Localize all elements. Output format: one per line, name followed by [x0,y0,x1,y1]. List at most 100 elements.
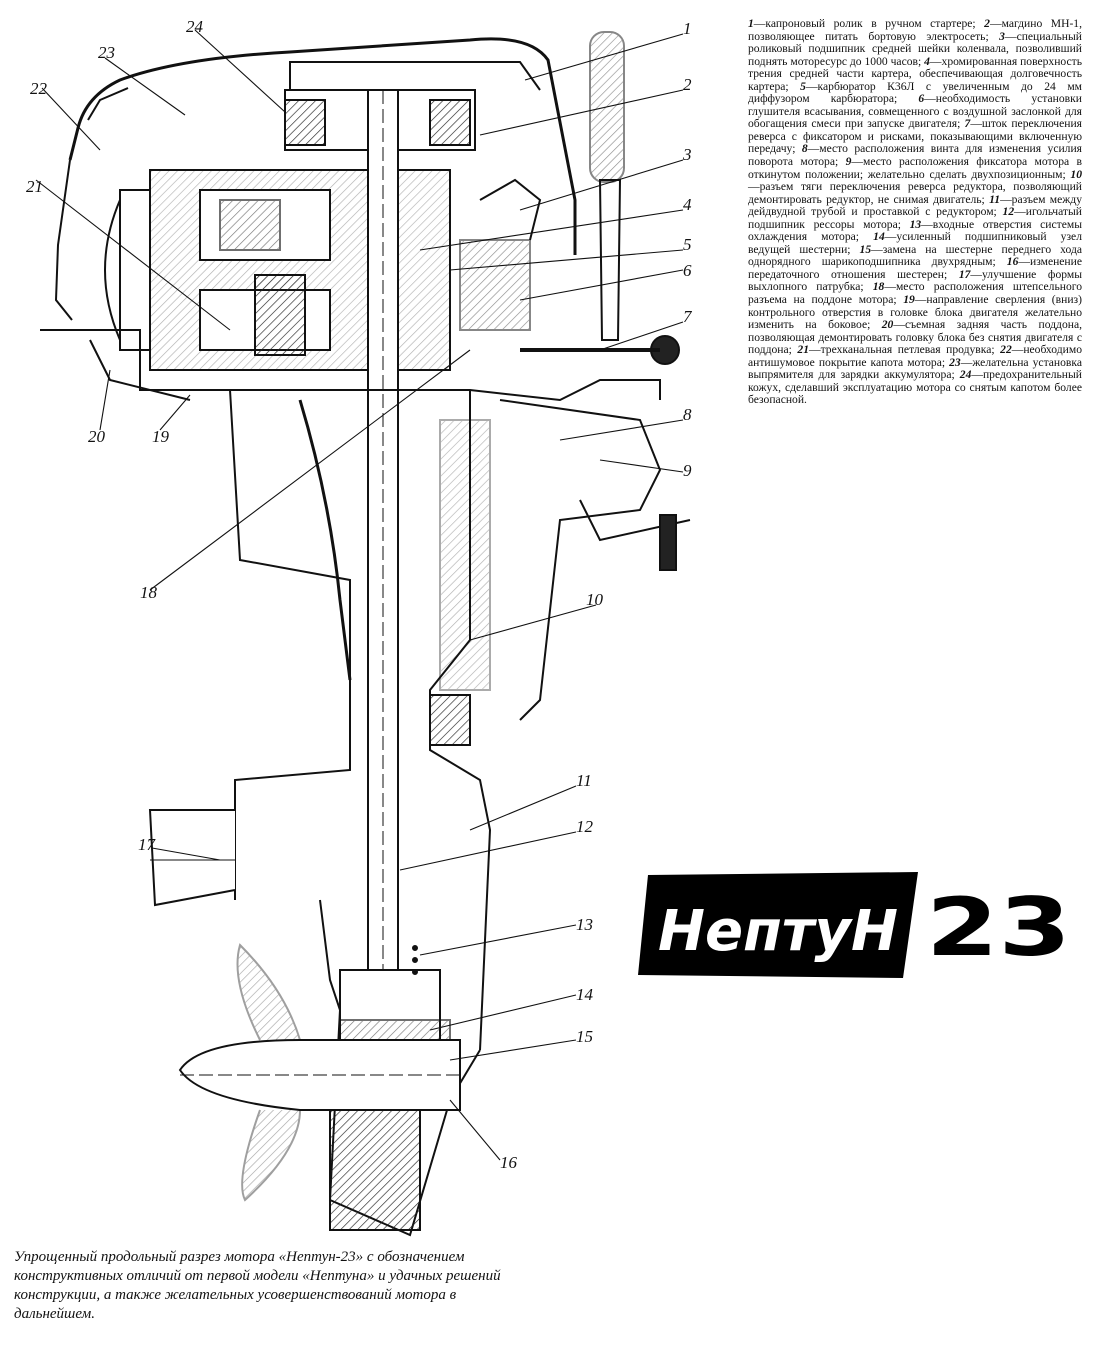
legend-item-number: 24 [959,368,972,382]
legend-item: 6—необходимость установки глушителя всас… [748,92,1082,130]
legend-item-number: 16 [1006,255,1019,269]
legend-item-text: —трехканальная петлевая продувка; [808,343,995,357]
engine-cross-section-drawing: 1 2 3 4 5 6 7 8 9 10 11 12 13 14 15 16 1… [26,17,693,1237]
callout-21: 21 [26,177,43,196]
callout-10: 10 [586,590,604,609]
legend-item: 17—улучшение формы выхлопного патрубка; [748,268,1082,294]
legend-item-text: —место расположения винта для изменения … [748,142,1083,169]
callout-1: 1 [683,19,692,38]
legend-item: 20—съемная задняя часть поддона, позволя… [748,318,1082,356]
callout-17: 17 [138,835,157,854]
legend-item-text: —входные отверстия системы охлаждения мо… [748,217,1082,244]
legend-item-number: 15 [859,242,872,256]
callout-numbers: 1 2 3 4 5 6 7 8 9 10 11 12 13 14 15 16 1… [26,17,693,1172]
legend-item-text: —съемная задняя часть поддона, позволяющ… [748,318,1083,357]
legend-item-number: 8 [801,142,808,156]
legend-item-number: 19 [903,293,915,307]
legend-item: 16—изменение передаточного отношения шес… [748,255,1082,281]
legend-item-number: 12 [1002,205,1015,219]
legend-item: 10—разъем тяги переключения реверса реду… [748,168,1082,206]
legend-item-text: —предохранительный кожух, сделавший эксп… [748,368,1082,407]
legend-item-number: 14 [873,230,885,244]
legend-item: 15—замена на шестерне переднего хода одн… [748,243,1082,269]
callout-14: 14 [576,985,594,1004]
callout-4: 4 [683,195,692,214]
leader-lines [35,29,684,1161]
legend-item-number: 6 [918,92,925,106]
legend-item: 22—необходимо антишумовое покрытие капот… [748,343,1082,369]
logo-badge [638,872,918,978]
legend-item-number: 17 [958,267,971,281]
legend-item-text: —специальный роликовый подшипник средней… [748,29,1082,68]
callout-11: 11 [576,771,592,790]
legend-item: 24—предохранительный кожух, сделавший эк… [748,368,1082,407]
legend-item-text: —разъем тяги переключения реверса редукт… [748,180,1082,206]
legend-item-text: —место расположения фиксатора мотора в о… [748,155,1083,181]
legend-item-number: 3 [999,29,1005,43]
legend-item-text: —магдино МН-1, позволяющее питать бортов… [748,17,1083,43]
callout-16: 16 [500,1153,518,1172]
engine-outline [40,31,691,1237]
legend-item: 18—место расположения штепсельного разъе… [748,280,1082,306]
callout-23: 23 [98,43,115,62]
legend-item-text: —улучшение формы выхлопного патрубка; [748,267,1082,294]
callout-22: 22 [30,79,48,98]
callout-6: 6 [683,261,692,280]
callout-3: 3 [682,145,692,164]
figure-caption: Упрощенный продольный разрез мотора «Неп… [14,1249,501,1322]
callout-20: 20 [88,427,106,446]
legend-item-text: —разъем между дейдвудной трубой и проста… [748,192,1082,219]
legend-item-text: —карбюратор К36Л с увеличенным до 24 мм … [748,79,1082,106]
legend-item-number: 10 [1070,167,1082,181]
callout-24: 24 [186,17,204,36]
legend-item: 13—входные отверстия системы охлаждения … [748,218,1082,244]
legend-item-number: 13 [909,217,922,231]
legend-item-number: 18 [872,280,885,294]
legend-item-number: 23 [949,355,961,369]
legend-item: 8—место расположения винта для изменения… [748,142,1082,168]
legend-item-text: —шток переключения реверса с фиксатором … [748,117,1083,156]
callout-18: 18 [140,583,158,602]
callout-13: 13 [576,915,593,934]
legend-item: 23—желательна установка выпрямителя для … [748,356,1082,382]
legend-item: 7—шток переключения реверса с фиксатором… [748,117,1083,156]
legend-item: 3—специальный роликовый подшипник средне… [748,30,1082,68]
legend-item-number: 2 [984,17,990,30]
legend-item-text: —место расположения штепсельного разъема… [748,280,1083,307]
logo-word: НептуН [658,899,898,964]
legend-item-number: 7 [964,117,971,131]
legend-item: 1—капроновый ролик в ручном стартере; [748,17,976,30]
legend-item-number: 21 [797,343,809,357]
legend-item: 11—разъем между дейдвудной трубой и прос… [748,193,1082,219]
neptun-23-logo: НептуН 23 [638,872,1071,978]
legend-item-text: —необходимость установки глушителя всасы… [748,92,1082,131]
logo-number: 23 [926,881,1071,974]
legend-item-number: 1 [748,17,754,30]
legend-item-text: —необходимо антишумовое покрытие капота … [748,343,1082,369]
callout-19: 19 [152,427,170,446]
legend-text: 1—капроновый ролик в ручном стартере; 2—… [748,17,1083,407]
legend-item: 2—магдино МН-1, позволяющее питать борто… [748,17,1082,43]
legend-item-text: —игольчатый подшипник рессоры мотора; [748,205,1082,231]
legend-item: 5—карбюратор К36Л с увеличенным до 24 мм… [748,80,1082,106]
legend-item-number: 11 [989,192,1001,206]
legend-item-text: —усиленный подшипниковый узел ведущей ше… [748,230,1082,256]
legend-item-text: —изменение передаточного отношения шесте… [748,255,1082,281]
legend-item: 12—игольчатый подшипник рессоры мотора; [748,205,1082,231]
callout-12: 12 [576,817,594,836]
legend-item-text: —замена на шестерне переднего хода однор… [748,242,1082,269]
legend-item: 21—трехканальная петлевая продувка; [797,343,994,356]
legend-item-text: —хромированная поверхность трения средне… [748,54,1083,93]
callout-2: 2 [683,75,692,94]
legend-item: 9—место расположения фиксатора мотора в … [748,155,1082,181]
legend-item-number: 4 [924,54,930,68]
callout-5: 5 [683,235,692,254]
callout-9: 9 [683,461,692,480]
legend-item-text: —желательна установка выпрямителя для за… [748,355,1082,382]
legend-item-number: 20 [881,318,894,332]
callout-15: 15 [576,1027,593,1046]
legend-item: 14—усиленный подшипниковый узел ведущей … [748,230,1082,256]
callout-7: 7 [683,307,693,326]
legend-item-text: —капроновый ролик в ручном стартере; [753,17,976,30]
legend-item-text: —направление сверления (вниз) контрольно… [748,293,1082,332]
